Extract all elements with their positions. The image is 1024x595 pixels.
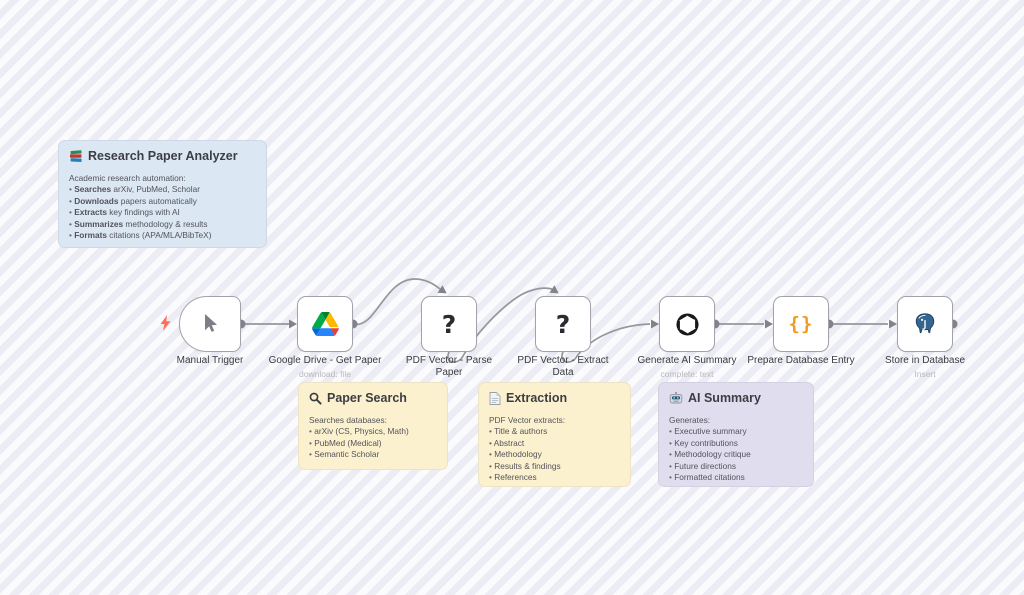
note-title-text: Research Paper Analyzer bbox=[88, 149, 238, 163]
node-subtitle: complete: text bbox=[660, 369, 714, 379]
question-mark-icon: ? bbox=[441, 309, 457, 339]
note-bullet: Key contributions bbox=[669, 438, 803, 449]
cursor-icon bbox=[205, 314, 217, 332]
node-store-in-database[interactable]: Store in Database Insert bbox=[885, 296, 965, 379]
note-bullet: arXiv (CS, Physics, Math) bbox=[309, 426, 437, 437]
note-bullet: Abstract bbox=[489, 438, 620, 449]
note-bullet: Searches arXiv, PubMed, Scholar bbox=[69, 184, 256, 195]
question-mark-icon: ? bbox=[555, 309, 571, 339]
node-subtitle: download: file bbox=[299, 369, 351, 379]
note-bullet: References bbox=[489, 472, 620, 483]
note-intro: PDF Vector extracts: bbox=[489, 415, 566, 425]
note-bullet-list: arXiv (CS, Physics, Math) PubMed (Medica… bbox=[309, 426, 437, 460]
postgres-icon bbox=[915, 313, 935, 334]
node-label: Manual Trigger bbox=[176, 355, 244, 366]
note-intro: Generates: bbox=[669, 415, 711, 425]
node-google-drive-get-paper[interactable]: Google Drive - Get Paper download: file bbox=[269, 296, 381, 379]
sticky-note-ai-summary[interactable]: AI Summary Generates: Executive summary … bbox=[658, 382, 814, 487]
trigger-bolt-icon bbox=[160, 315, 171, 331]
note-bullet: Extracts key findings with AI bbox=[69, 207, 256, 218]
note-bullet: Title & authors bbox=[489, 426, 620, 437]
node-label: PDF Vector - Parse Paper bbox=[405, 355, 493, 379]
node-generate-ai-summary[interactable]: Generate AI Summary complete: text bbox=[638, 296, 736, 379]
note-bullet: Formatted citations bbox=[669, 472, 803, 483]
sticky-note-extraction[interactable]: Extraction PDF Vector extracts: Title & … bbox=[478, 382, 631, 487]
node-label: Prepare Database Entry bbox=[747, 355, 855, 366]
note-title-text: Paper Search bbox=[327, 391, 407, 405]
robot-icon bbox=[669, 391, 683, 403]
note-bullet-list: Searches arXiv, PubMed, Scholar Download… bbox=[69, 184, 256, 241]
node-pdf-vector-extract-data[interactable]: ? PDF Vector - Extract Data bbox=[517, 296, 609, 378]
arrow-into-drive bbox=[289, 319, 297, 329]
note-bullet: Methodology critique bbox=[669, 449, 803, 460]
sticky-note-paper-search[interactable]: Paper Search Searches databases: arXiv (… bbox=[298, 382, 448, 470]
note-bullet: Methodology bbox=[489, 449, 620, 460]
node-label: Generate AI Summary bbox=[637, 355, 737, 366]
note-bullet-list: Executive summary Key contributions Meth… bbox=[669, 426, 803, 483]
books-icon bbox=[70, 149, 82, 162]
note-bullet: Future directions bbox=[669, 461, 803, 472]
note-bullet: Formats citations (APA/MLA/BibTeX) bbox=[69, 230, 256, 241]
note-bullet: Downloads papers automatically bbox=[69, 196, 256, 207]
note-bullet: Summarizes methodology & results bbox=[69, 219, 256, 230]
code-braces-icon: {} bbox=[788, 313, 814, 335]
node-prepare-database-entry[interactable]: {} Prepare Database Entry bbox=[747, 296, 855, 366]
note-intro: Searches databases: bbox=[309, 415, 387, 425]
node-pdf-vector-parse-paper[interactable]: ? PDF Vector - Parse Paper bbox=[406, 296, 492, 378]
node-manual-trigger[interactable]: Manual Trigger bbox=[177, 296, 243, 366]
magnifier-icon bbox=[309, 392, 322, 405]
node-subtitle: Insert bbox=[914, 369, 936, 379]
arrow-into-ai bbox=[651, 319, 659, 329]
google-drive-icon bbox=[311, 312, 339, 336]
node-label: Store in Database bbox=[884, 355, 966, 366]
note-bullet: Results & findings bbox=[489, 461, 620, 472]
note-bullet: Executive summary bbox=[669, 426, 803, 437]
arrow-into-db bbox=[889, 319, 897, 329]
note-bullet: PubMed (Medical) bbox=[309, 438, 437, 449]
note-title-text: AI Summary bbox=[688, 391, 761, 405]
arrow-into-code bbox=[765, 319, 773, 329]
note-intro: Academic research automation: bbox=[69, 173, 186, 183]
node-label: Google Drive - Get Paper bbox=[268, 355, 382, 366]
note-bullet-list: Title & authors Abstract Methodology Res… bbox=[489, 426, 620, 483]
node-label: PDF Vector - Extract Data bbox=[517, 355, 609, 379]
sticky-note-research-paper-analyzer[interactable]: Research Paper Analyzer Academic researc… bbox=[58, 140, 267, 248]
openai-icon bbox=[676, 312, 698, 336]
note-bullet: Semantic Scholar bbox=[309, 449, 437, 460]
document-icon bbox=[489, 391, 501, 405]
note-title-text: Extraction bbox=[506, 391, 568, 405]
